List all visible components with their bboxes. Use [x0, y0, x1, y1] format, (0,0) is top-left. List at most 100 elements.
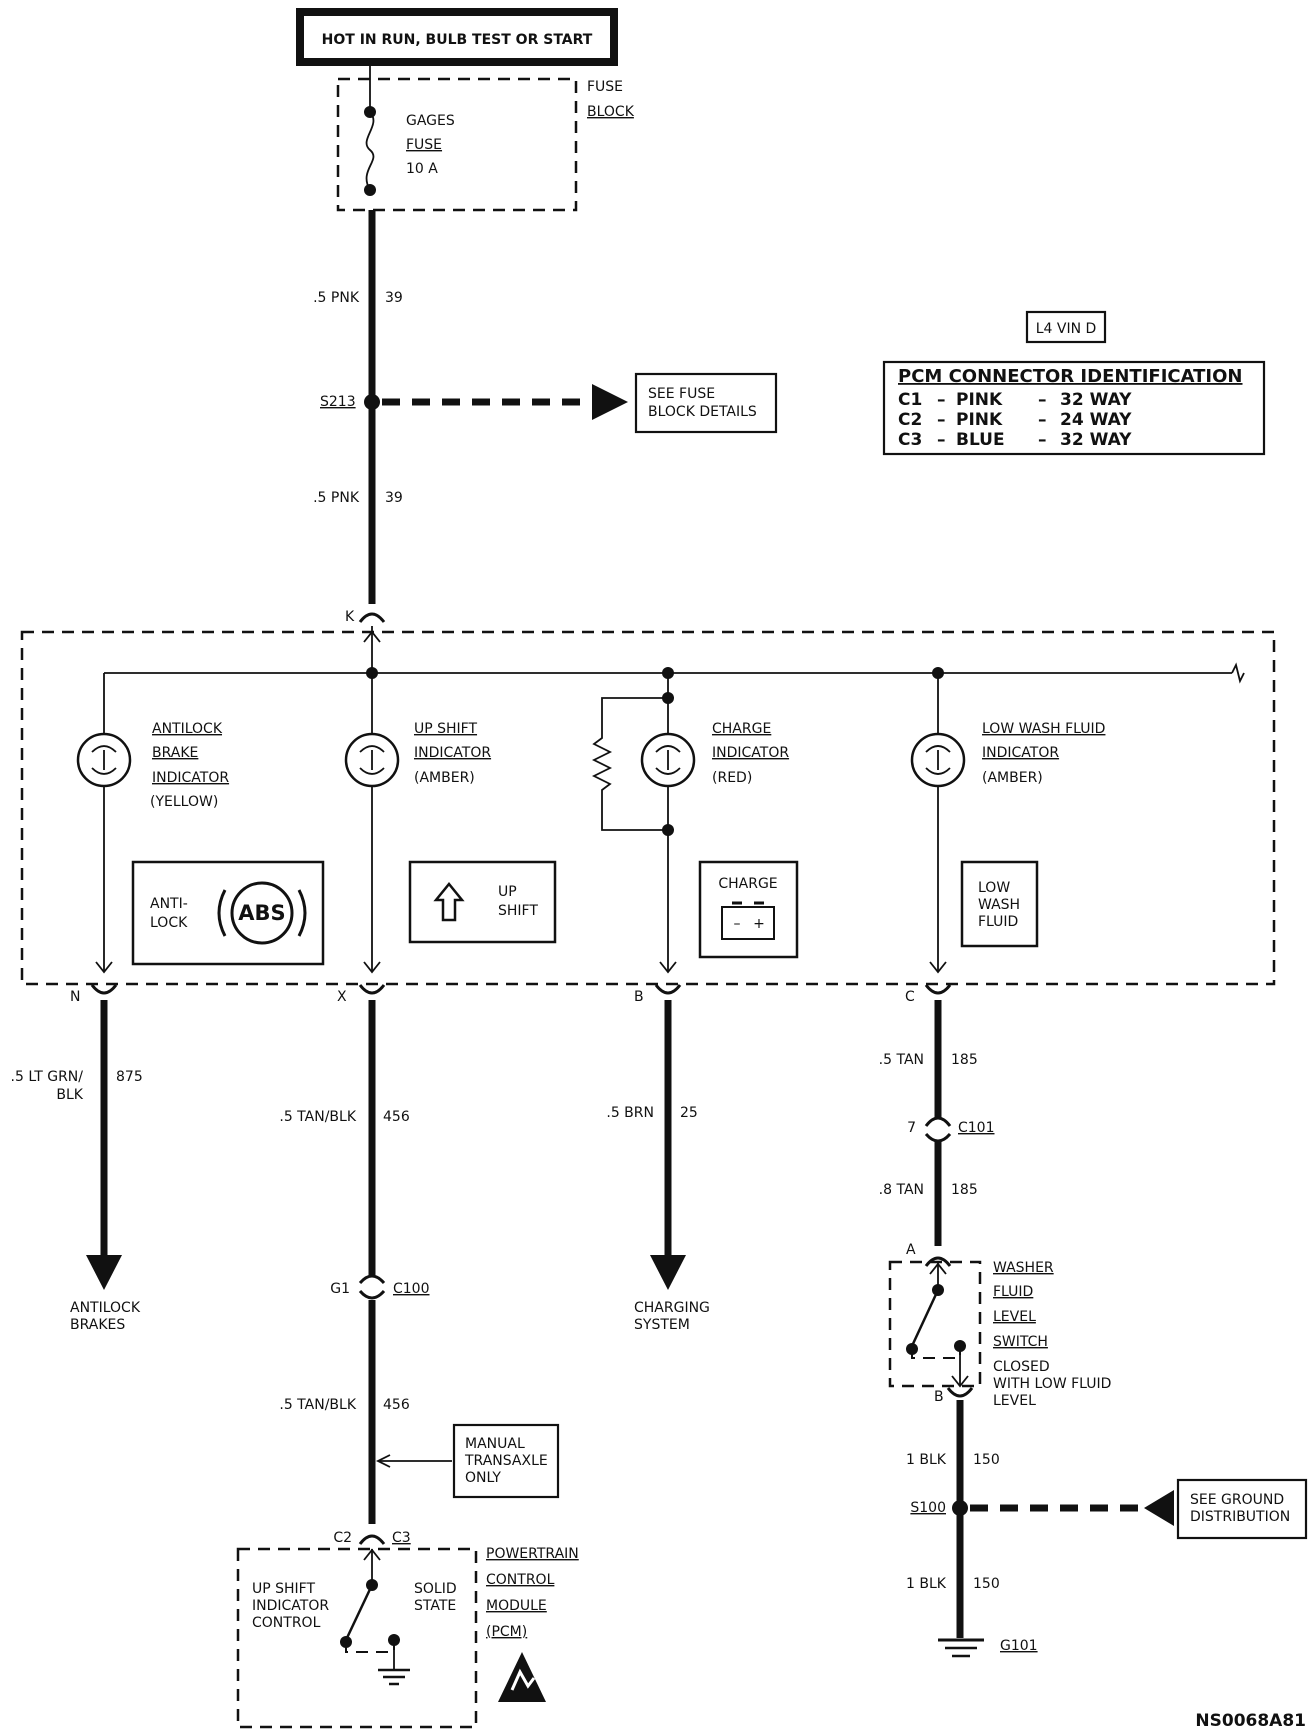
wire-456-lower-size: .5 TAN/BLK — [279, 1397, 356, 1413]
charge-panel-1: CHARGE — [718, 876, 777, 892]
bus-continues-icon — [1231, 662, 1245, 684]
charge-panel — [698, 860, 799, 959]
battery-plus: + — [753, 916, 765, 932]
connector-c100-icon-b — [358, 1289, 386, 1300]
connector-a-icon — [924, 1256, 952, 1267]
upshift-label-2: INDICATOR — [414, 745, 491, 761]
connector-x-icon — [358, 984, 386, 995]
lowwash-label-1: LOW WASH FLUID — [982, 721, 1105, 737]
pcm-connector-table — [882, 360, 1266, 456]
abs-symbol-arcs-icon — [217, 889, 307, 937]
wire-456-lower-circuit: 456 — [383, 1397, 410, 1413]
pcm-ctrl-3: CONTROL — [252, 1615, 321, 1631]
pcm-row-2-c: C2 — [898, 410, 922, 430]
lowwash-label-2: INDICATOR — [982, 745, 1059, 761]
pcm-ctrl-2: INDICATOR — [252, 1598, 329, 1614]
esd-hand-icon — [510, 1668, 536, 1691]
battery-icon — [721, 906, 775, 940]
abs-label-2: BRAKE — [152, 745, 198, 761]
pin-c-label: C — [905, 989, 915, 1005]
pcm-row-3-c: C3 — [898, 430, 922, 450]
abs-panel — [131, 860, 325, 966]
splice-s213-label: S213 — [320, 394, 356, 410]
arrow-right-icon — [592, 384, 628, 420]
wire-185-8-size: .8 TAN — [879, 1182, 924, 1198]
instrument-cluster-outline — [20, 630, 1276, 986]
wire-875-size-1: .5 LT GRN/ — [11, 1069, 84, 1085]
pcm-row-2-color: PINK — [956, 410, 1003, 430]
washer-out-arrow-icon — [951, 1375, 969, 1388]
abs-panel-1: ANTI- — [150, 896, 188, 912]
wire-pnk-upper-circuit: 39 — [385, 290, 403, 306]
charge-label-1: CHARGE — [712, 721, 771, 737]
header-title: HOT IN RUN, BULB TEST OR START — [322, 32, 593, 48]
pcm-ctrl-1: UP SHIFT — [252, 1581, 315, 1597]
connector-c101-label: C101 — [958, 1120, 995, 1136]
ground-dist-1: SEE GROUND — [1190, 1492, 1284, 1508]
connector-k-icon — [358, 612, 386, 623]
pcm-row-2-dash-2: – — [1038, 410, 1047, 430]
splice-s213 — [364, 394, 380, 410]
charge-label-3: (RED) — [712, 770, 752, 786]
pcm-row-1-color: PINK — [956, 390, 1003, 410]
fuse-name-2: FUSE — [406, 137, 442, 153]
pcm-table-title: PCM CONNECTOR IDENTIFICATION — [898, 366, 1243, 387]
pcm-row-1-dash: – — [937, 390, 946, 410]
lowwash-out-arrow-icon — [929, 961, 947, 974]
pin-c2-label: C2 — [333, 1530, 352, 1546]
pin-a-label: A — [906, 1242, 916, 1258]
wire-456-upper-circuit: 456 — [383, 1109, 410, 1125]
pcm-row-1-c: C1 — [898, 390, 922, 410]
lowwash-bulb-icon — [910, 732, 966, 788]
charge-label-2: INDICATOR — [712, 745, 789, 761]
charge-bulb-icon — [640, 732, 696, 788]
wire-25-size: .5 BRN — [606, 1105, 654, 1121]
wire-875-circuit: 875 — [116, 1069, 143, 1085]
wire-456-upper-size: .5 TAN/BLK — [279, 1109, 356, 1125]
connector-c101-icon-b — [924, 1132, 952, 1143]
lowwash-filament-icon — [925, 745, 951, 775]
charge-resistor-icon — [591, 697, 668, 831]
abs-bulb-icon — [76, 732, 132, 788]
washer-label-4: SWITCH — [993, 1334, 1048, 1350]
upshift-label-1: UP SHIFT — [414, 721, 477, 737]
upshift-filament-icon — [359, 745, 385, 775]
connector-c2-icon — [358, 1534, 386, 1545]
pcm-row-1-dash-2: – — [1038, 390, 1047, 410]
washer-switch-blade — [910, 1289, 940, 1347]
wire-150-lower-size: 1 BLK — [906, 1576, 947, 1592]
upshift-arrow-icon — [433, 882, 465, 922]
pcm-outline — [236, 1547, 478, 1729]
splice-s100-label: S100 — [910, 1500, 946, 1516]
abs-label-3: INDICATOR — [152, 770, 229, 786]
fuse-rating: 10 A — [406, 161, 438, 177]
pcm-row-3-dash: – — [937, 430, 946, 450]
upshift-out-arrow-icon — [363, 961, 381, 974]
diagram-id: NS0068A81 — [1195, 1711, 1306, 1731]
manual-note-2: TRANSAXLE — [464, 1453, 548, 1469]
pin-x-label: X — [337, 989, 347, 1005]
manual-note-box — [452, 1423, 560, 1499]
abs-label-4: (YELLOW) — [150, 794, 218, 810]
washer-label-3: LEVEL — [993, 1309, 1036, 1325]
fuse-details-1: SEE FUSE — [648, 386, 715, 402]
pcm-switch-blade — [344, 1584, 374, 1641]
wire-150-lower-circuit: 150 — [973, 1576, 1000, 1592]
fuse-element-icon — [365, 111, 375, 191]
wire-25-circuit: 25 — [680, 1105, 698, 1121]
abs-panel-2: LOCK — [150, 915, 188, 931]
lowwash-panel-2: WASH — [978, 897, 1020, 913]
charge-out-arrow-icon — [659, 961, 677, 974]
pcm-switch-dash — [345, 1642, 395, 1653]
pcm-row-3-dash-2: – — [1038, 430, 1047, 450]
washer-label-6: WITH LOW FLUID — [993, 1376, 1111, 1392]
wire-185-5-circuit: 185 — [951, 1052, 978, 1068]
fuse-block-label-1: FUSE — [587, 79, 623, 95]
lowwash-panel-3: FLUID — [978, 914, 1018, 930]
wire-pnk-lower-circuit: 39 — [385, 490, 403, 506]
wire-875-size-2: BLK — [56, 1087, 83, 1103]
wire-185-8-circuit: 185 — [951, 1182, 978, 1198]
connector-c101-icon — [924, 1116, 952, 1127]
vin-label: L4 VIN D — [1036, 321, 1097, 337]
